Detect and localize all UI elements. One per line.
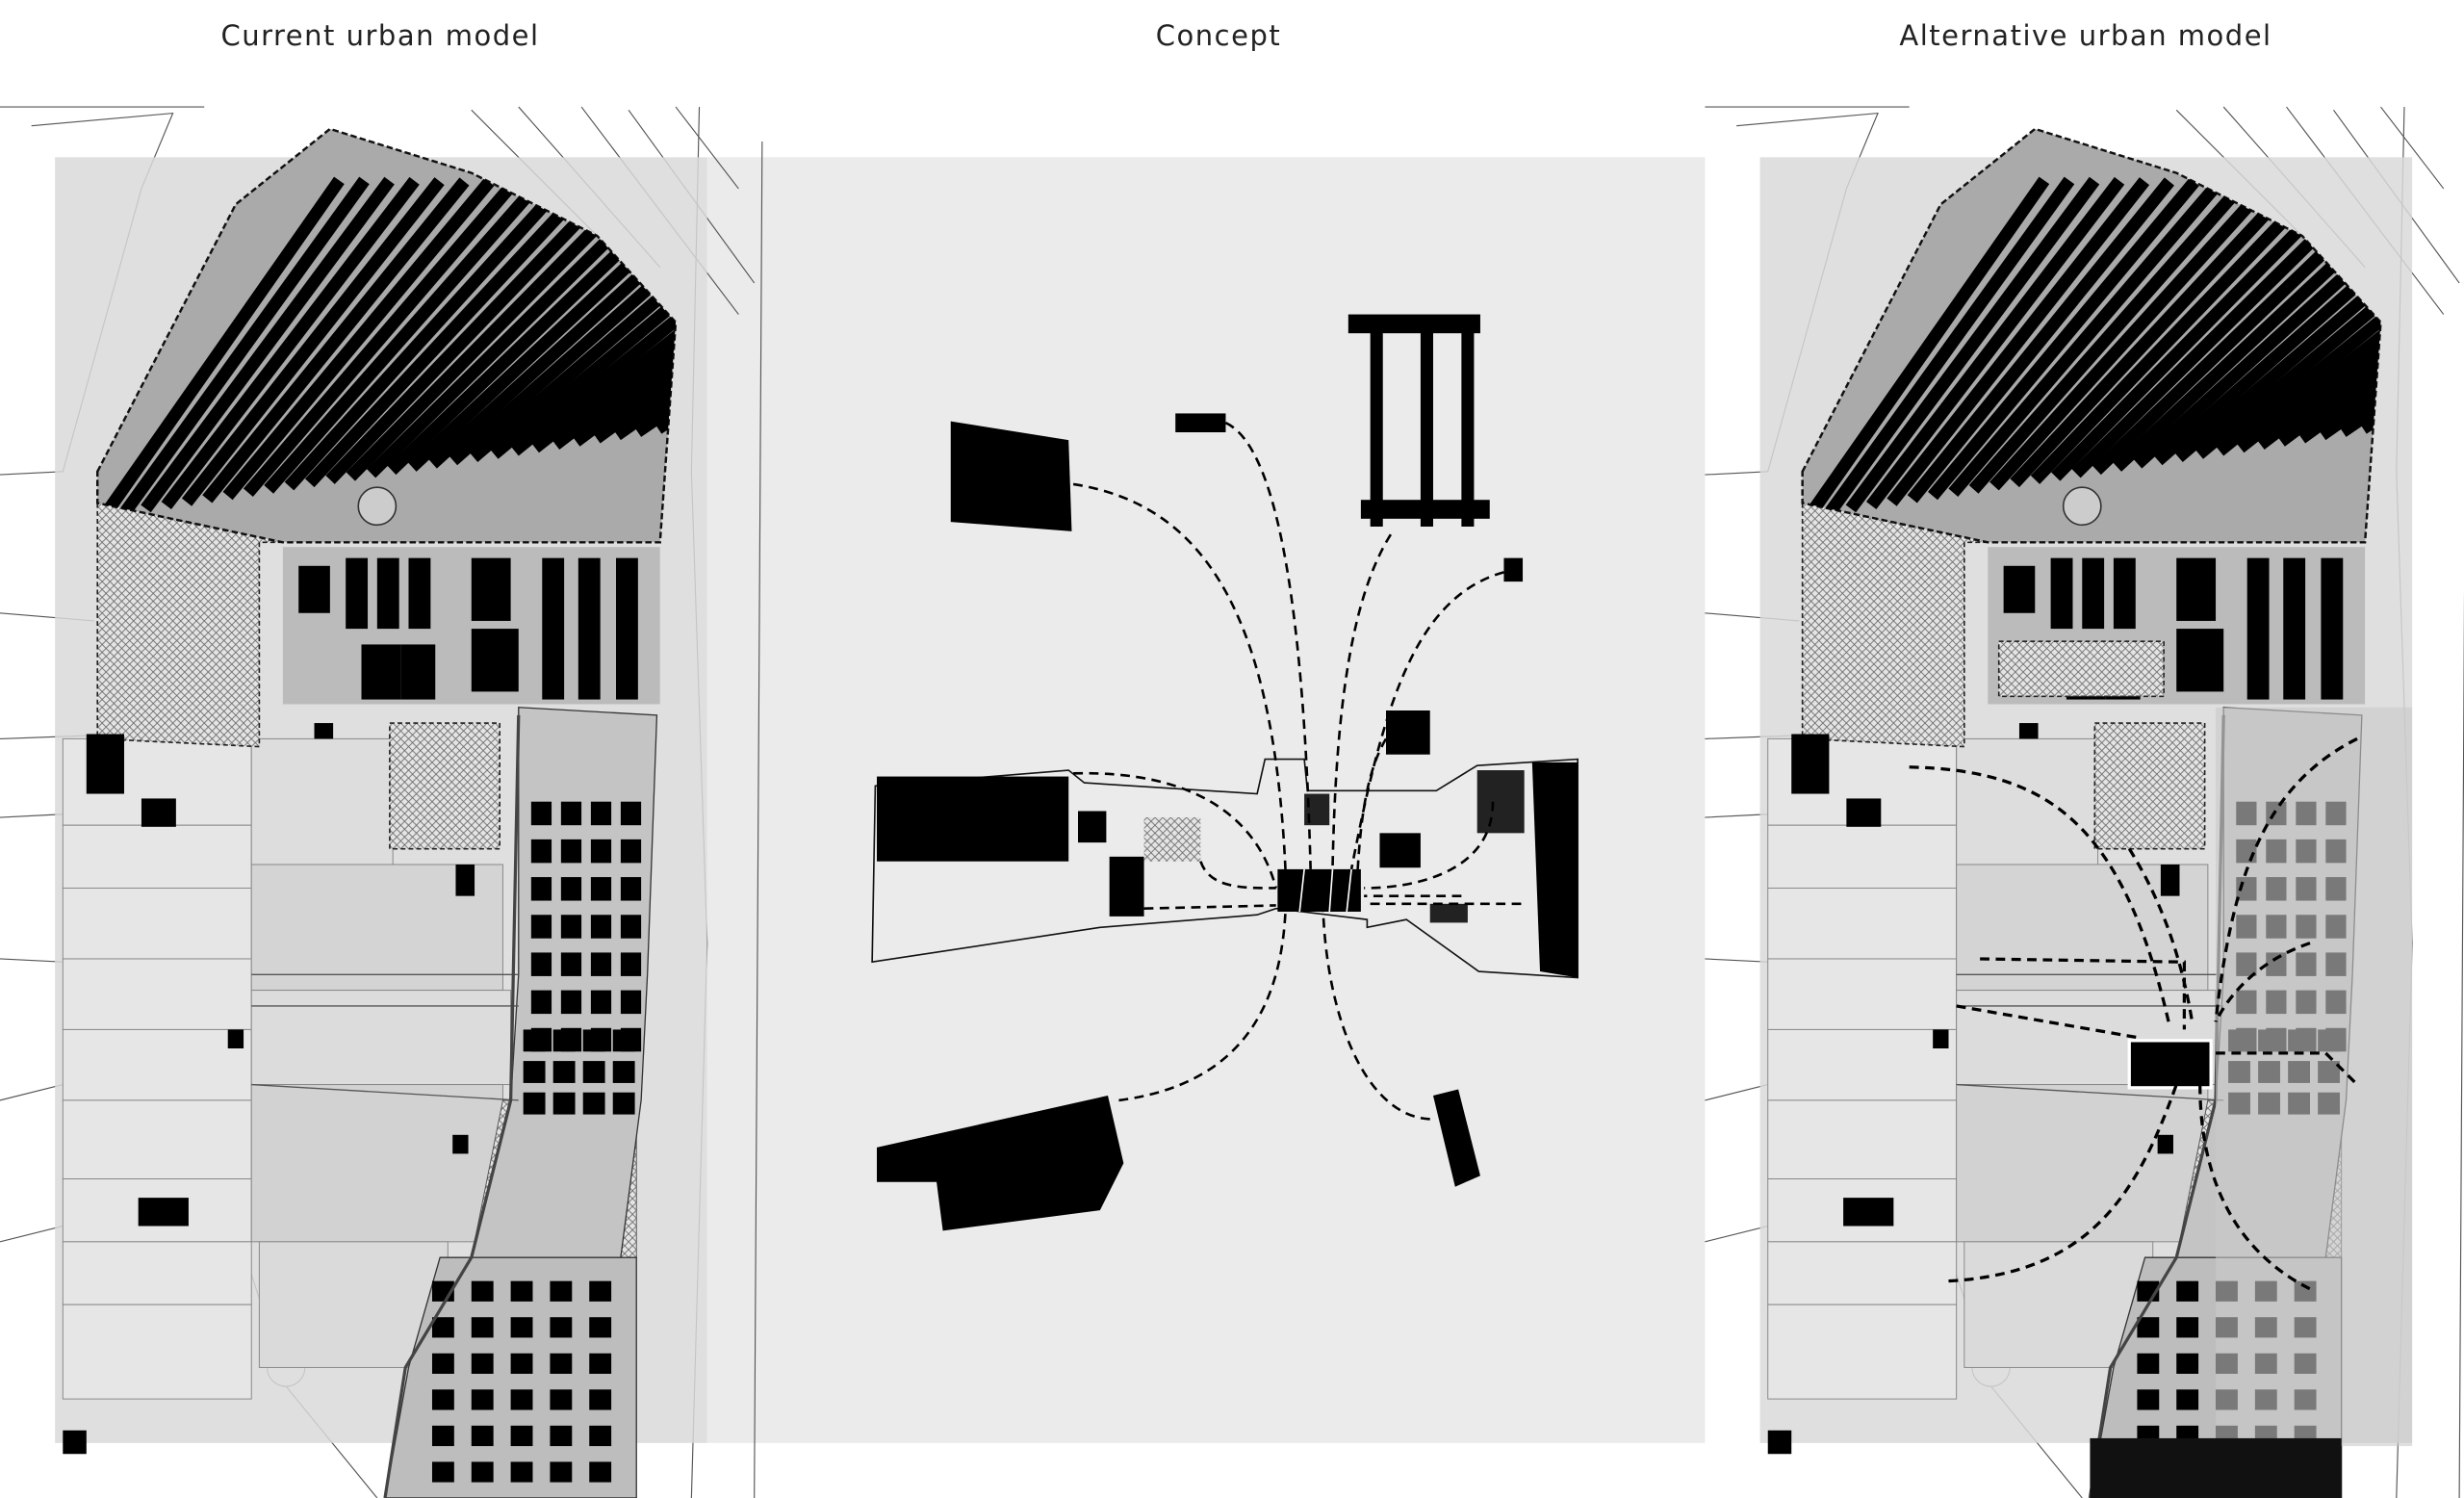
current-model-title: Current urban model <box>220 19 540 52</box>
concept-diagram <box>871 314 1578 1231</box>
concept-block-north-small <box>1175 413 1226 433</box>
concept-block-square <box>1386 710 1430 755</box>
concept-block-northwest <box>950 421 1072 531</box>
alternative-model-title: Alternative urban model <box>1899 19 2272 52</box>
concept-block-southeast <box>1432 1089 1480 1187</box>
concept-block-west-field <box>877 776 1069 862</box>
concept-block-northeast-complex <box>1348 314 1490 527</box>
concept-title: Concept <box>1155 19 1282 52</box>
concept-block-southwest <box>877 1096 1124 1231</box>
alternative-urban-model-map <box>1705 107 2464 1498</box>
concept-block-river <box>1531 762 1578 978</box>
concept-block-tiny <box>1503 557 1524 582</box>
concept-flow-lines <box>1072 422 1522 1121</box>
